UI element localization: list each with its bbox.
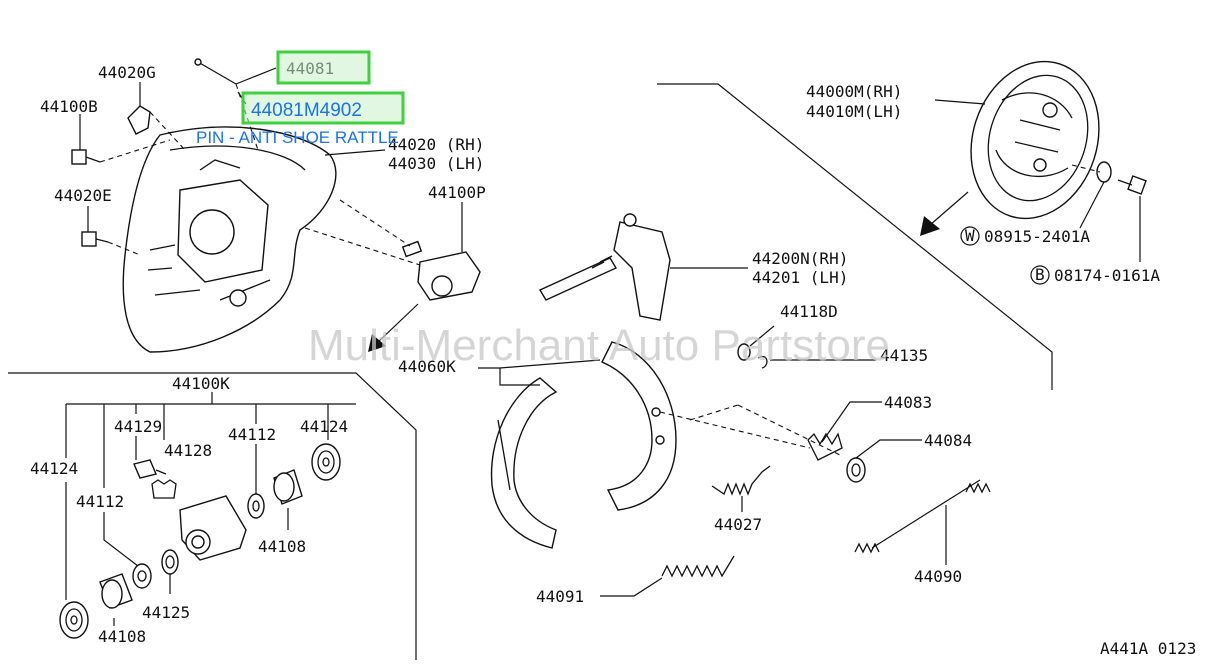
spring-icon (161, 549, 179, 575)
svg-text:B: B (1035, 265, 1045, 284)
svg-text:W: W (965, 226, 975, 245)
spring-clip-icon (127, 105, 151, 135)
piston-icon (273, 469, 303, 505)
kit-bracket-lines (65, 392, 356, 626)
part-label-44135[interactable]: 44135 (880, 346, 928, 365)
part-label-44200n-rh[interactable]: 44200N(RH) (752, 249, 848, 268)
highlight-box-part-number[interactable] (241, 91, 405, 125)
part-label-44108-a[interactable]: 44108 (258, 537, 306, 556)
part-label-44128[interactable]: 44128 (164, 441, 212, 460)
circled-w-icon: W (960, 226, 980, 246)
direction-arrow-icon (368, 303, 419, 352)
part-label-44020g[interactable]: 44020G (98, 63, 156, 82)
brake-assembly-icon (970, 60, 1100, 220)
part-label-44091[interactable]: 44091 (536, 587, 584, 606)
part-label-44112-b[interactable]: 44112 (76, 492, 124, 511)
adjusting-spring-icon (854, 479, 991, 565)
part-label-44100b[interactable]: 44100B (40, 97, 98, 116)
part-label-44124-b[interactable]: 44124 (30, 459, 78, 478)
washer-icon (737, 325, 775, 361)
dust-boot-icon (311, 443, 341, 481)
part-label-44125[interactable]: 44125 (142, 603, 190, 622)
plug-icon (81, 231, 109, 247)
bleeder-screw-icon (133, 459, 167, 479)
part-label-44030-lh[interactable]: 44030 (LH) (388, 154, 484, 173)
highlighted-part-name: PIN - ANTI SHOE RATTLE (196, 128, 399, 147)
section-lines (8, 83, 1053, 660)
leader-lines-middle (478, 359, 841, 456)
wheel-cylinder-icon (401, 240, 481, 301)
part-label-44020-rh[interactable]: 44020 (RH) (388, 135, 484, 154)
part-label-44100k[interactable]: 44100K (172, 374, 230, 393)
cylinder-body-icon (179, 495, 247, 561)
part-label-44090[interactable]: 44090 (914, 567, 962, 586)
part-label-44084[interactable]: 44084 (924, 431, 972, 450)
part-label-44060k[interactable]: 44060K (398, 357, 456, 376)
anti-rattle-pin-icon (194, 58, 237, 85)
leader-lines-right (934, 99, 1141, 262)
part-label-44020e[interactable]: 44020E (54, 186, 112, 205)
part-label-44108-b[interactable]: 44108 (98, 627, 146, 646)
part-label-44118d[interactable]: 44118D (780, 302, 838, 321)
part-label-44027[interactable]: 44027 (714, 515, 762, 534)
part-label-44000m-rh[interactable]: 44000M(RH) (806, 82, 902, 101)
clip-icon (757, 355, 876, 369)
bleeder-cap-icon (151, 479, 177, 499)
bleeder-bolt-icon (71, 149, 101, 165)
dust-boot-icon (59, 601, 89, 639)
leader-lines-left (79, 67, 463, 266)
direction-arrow-icon (920, 191, 969, 236)
return-spring-icon (711, 465, 771, 512)
highlighted-part-number[interactable]: 44081M4902 (251, 100, 362, 121)
part-label-08915-2401a[interactable]: 08915-2401A (984, 227, 1090, 246)
part-label-44124-a[interactable]: 44124 (300, 417, 348, 436)
lower-spring-icon (600, 555, 735, 597)
watermark: Multi-Merchant Auto Partstore (308, 321, 890, 370)
piston-cup-icon (132, 563, 152, 589)
part-label-44201-lh[interactable]: 44201 (LH) (752, 268, 848, 287)
part-label-44100p[interactable]: 44100P (428, 183, 486, 202)
bolt-icon (1117, 175, 1147, 195)
part-label-44010m-lh[interactable]: 44010M(LH) (806, 102, 902, 121)
diagram-code: A441A 0123 (1100, 639, 1196, 658)
part-label-44129[interactable]: 44129 (114, 417, 162, 436)
highlight-box-44081 (276, 50, 371, 85)
hold-down-spring-icon (807, 401, 882, 461)
circled-b-icon: B (1030, 265, 1050, 285)
brake-shoe-left-icon (490, 377, 558, 549)
part-label-44083[interactable]: 44083 (884, 393, 932, 412)
part-label-44112-a[interactable]: 44112 (228, 425, 276, 444)
piston-icon (99, 573, 133, 609)
piston-cup-icon (247, 493, 265, 519)
part-label-08174-0161a[interactable]: 08174-0161A (1054, 266, 1160, 285)
retainer-cup-icon (846, 439, 922, 483)
adjuster-icon (538, 213, 748, 321)
backing-plate-icon (122, 126, 337, 353)
